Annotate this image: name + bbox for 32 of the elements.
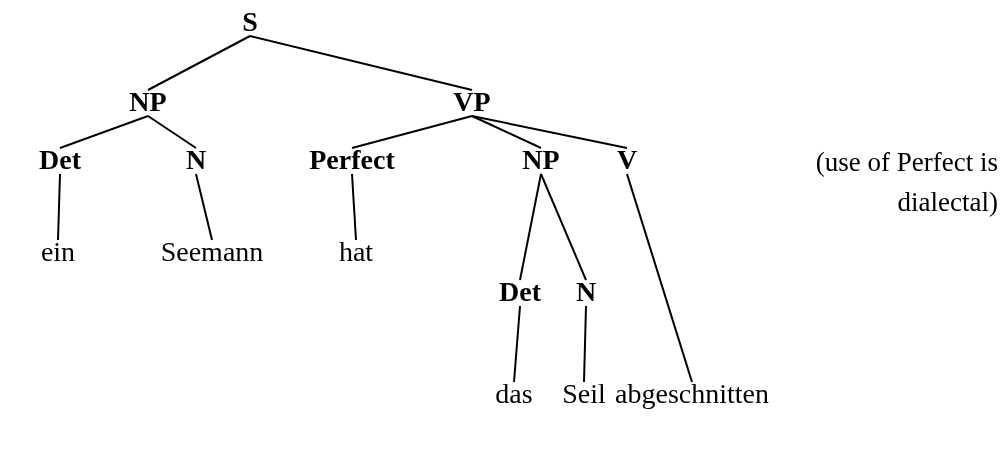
word-label: das <box>495 378 533 410</box>
tree-branch <box>540 173 587 281</box>
category-label: N <box>575 276 597 308</box>
note-text: (use of Perfect is dialectal) <box>814 146 998 219</box>
word-label: Seil <box>562 378 606 410</box>
category-label: NP <box>522 144 560 176</box>
word-label: hat <box>338 236 374 268</box>
tree-branch <box>583 305 587 383</box>
word-label: abgeschnitten <box>615 378 769 410</box>
category-label: V <box>616 144 638 176</box>
tree-branch <box>147 115 197 149</box>
category-label: S <box>242 6 258 38</box>
tree-branch <box>513 305 521 383</box>
category-label: VP <box>453 86 491 118</box>
word-label: Seemann <box>160 236 264 268</box>
tree-branch <box>519 173 542 281</box>
word-label: ein <box>40 236 76 268</box>
tree-branch <box>626 173 693 383</box>
category-label: Perfect <box>309 144 395 176</box>
category-label: Det <box>499 276 541 308</box>
category-label: Det <box>39 144 81 176</box>
tree-branch <box>59 115 149 149</box>
tree-branch <box>249 35 473 91</box>
tree-branch <box>471 115 628 149</box>
tree-branch <box>195 173 213 241</box>
tree-branch <box>351 115 473 149</box>
category-label: NP <box>129 86 167 118</box>
category-label: N <box>185 144 207 176</box>
tree-branch <box>57 173 61 241</box>
tree-branch <box>351 173 357 241</box>
tree-branch <box>147 35 251 91</box>
tree-branch <box>471 115 542 149</box>
